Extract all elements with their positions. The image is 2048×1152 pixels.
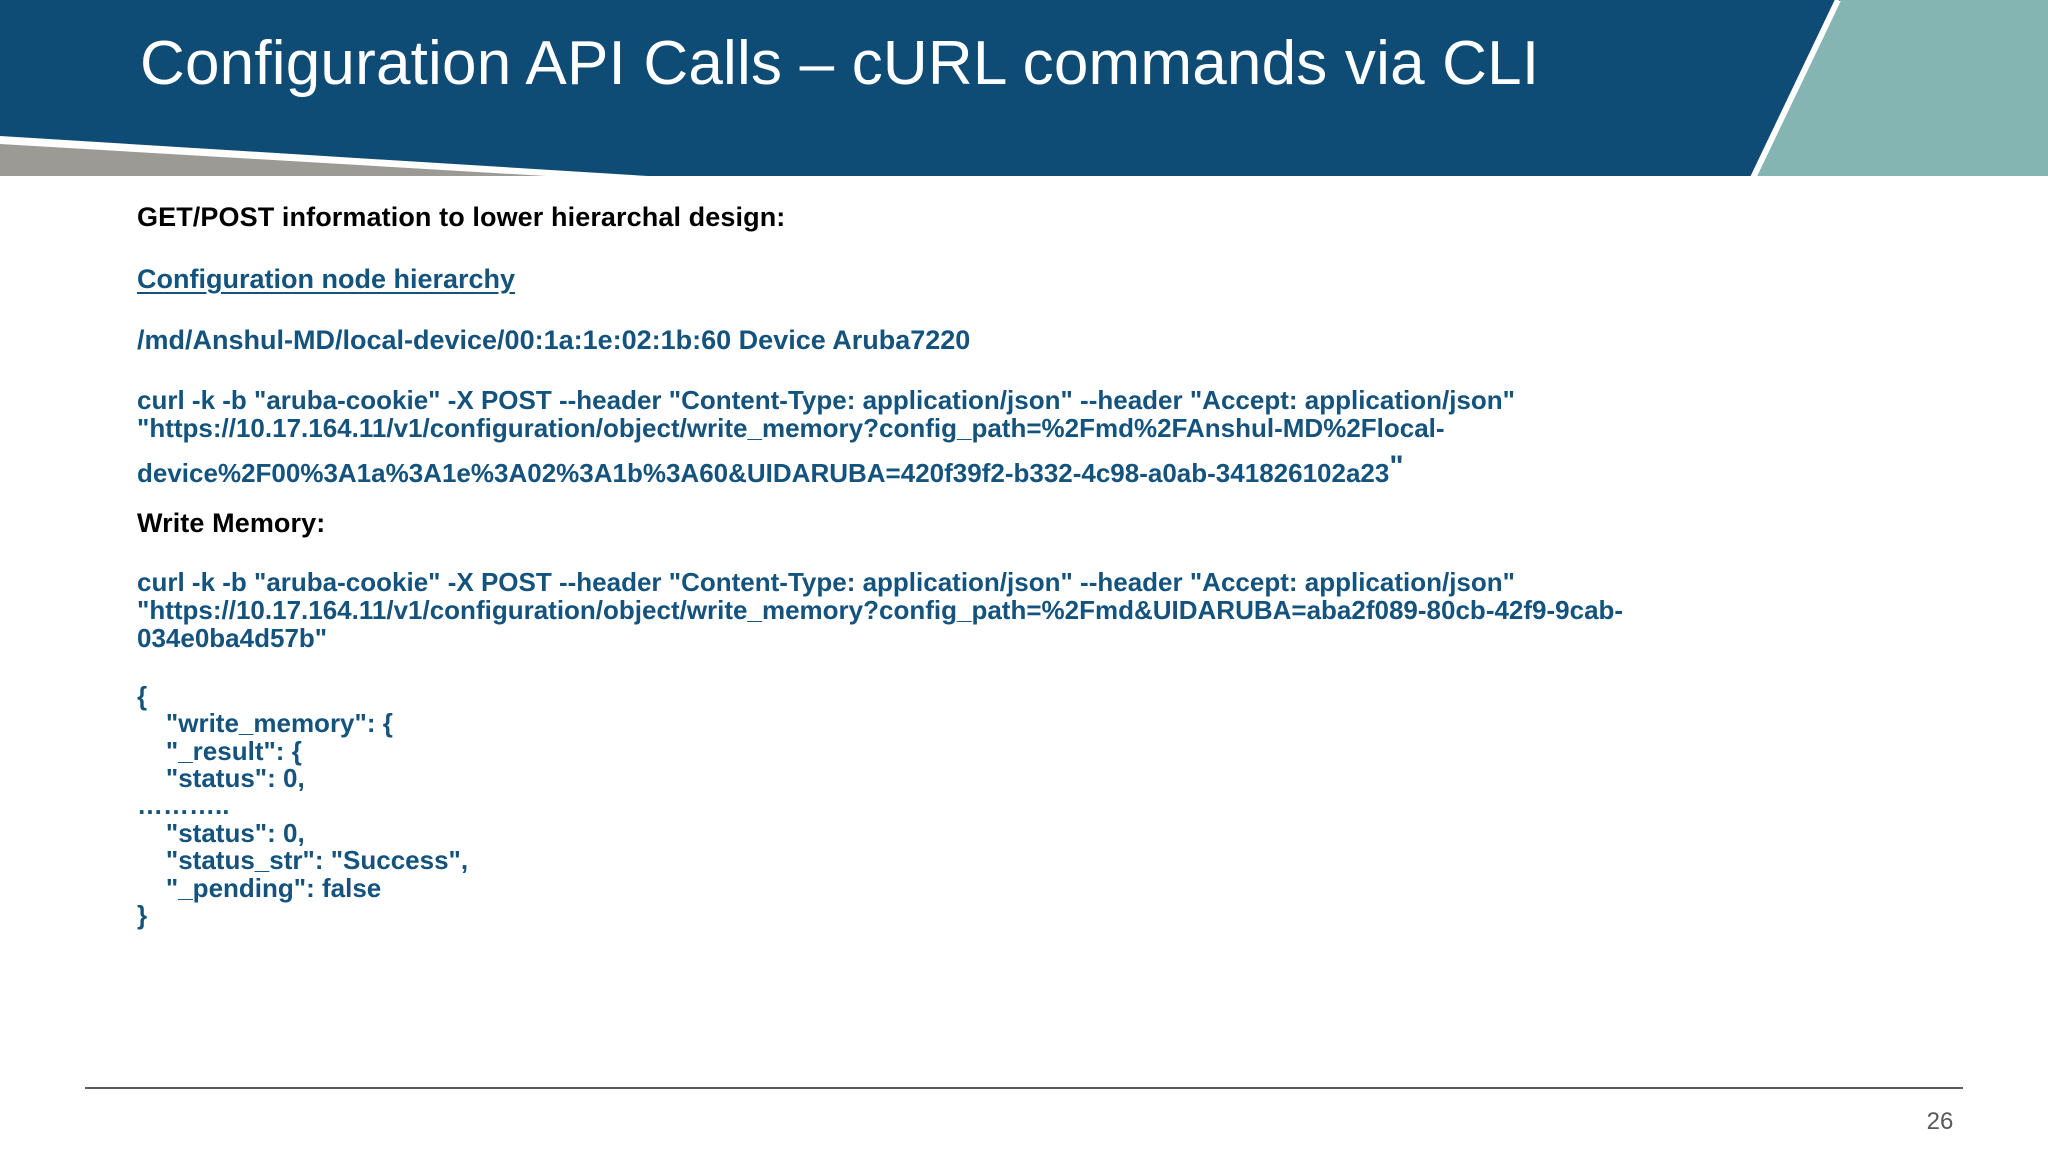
json-response-line-6: "status_str": "Success", xyxy=(137,845,469,875)
slide-body: GET/POST information to lower hierarchal… xyxy=(0,190,2048,1090)
header-blue-shape xyxy=(0,0,1840,176)
json-response-line-1: "write_memory": { xyxy=(137,708,393,738)
json-response-line-7: "_pending": false xyxy=(137,873,382,903)
curl-writemem-command-line-3: 034e0ba4d57b" xyxy=(137,623,328,653)
curl-device-command-line-3: device%2F00%3A1a%3A1e%3A02%3A1b%3A60&UID… xyxy=(137,448,1977,490)
header-shapes xyxy=(0,0,2048,200)
curl-device-uidaruba: device%2F00%3A1a%3A1e%3A02%3A1b%3A60&UID… xyxy=(137,458,1390,488)
curl-device-trailing-quote: " xyxy=(1389,450,1403,483)
json-response-line-0: { xyxy=(137,681,148,711)
footer-divider xyxy=(85,1087,1963,1089)
curl-writemem-command-line-1: curl -k -b "aruba-cookie" -X POST --head… xyxy=(137,567,1515,597)
curl-writemem-command-line-2: "https://10.17.164.11/v1/configuration/o… xyxy=(137,595,1624,625)
json-response-line-3: "status": 0, xyxy=(137,763,305,793)
header-white-diagonal xyxy=(1749,0,1841,182)
page-title: Configuration API Calls – cURL commands … xyxy=(140,29,1540,98)
json-response-line-4: ……….. xyxy=(137,790,230,820)
json-response-line-8: } xyxy=(137,900,148,930)
header-white-stripe-left xyxy=(0,136,648,182)
config-node-path: /md/Anshul-MD/local-device/00:1a:1e:02:1… xyxy=(137,325,971,355)
page-number: 26 xyxy=(1926,1108,1954,1135)
hierarchy-link[interactable]: Configuration node hierarchy xyxy=(137,264,516,294)
slide-header-band: Configuration API Calls – cURL commands … xyxy=(0,0,2048,200)
header-bottom-white xyxy=(0,176,2048,200)
curl-device-command-line-1: curl -k -b "aruba-cookie" -X POST --head… xyxy=(137,385,1515,415)
section-heading: GET/POST information to lower hierarchal… xyxy=(137,202,786,232)
curl-device-command-line-2: "https://10.17.164.11/v1/configuration/o… xyxy=(137,413,1445,443)
json-response-line-2: "_result": { xyxy=(137,736,302,766)
write-memory-heading: Write Memory: xyxy=(137,508,326,538)
json-response-line-5: "status": 0, xyxy=(137,818,305,848)
